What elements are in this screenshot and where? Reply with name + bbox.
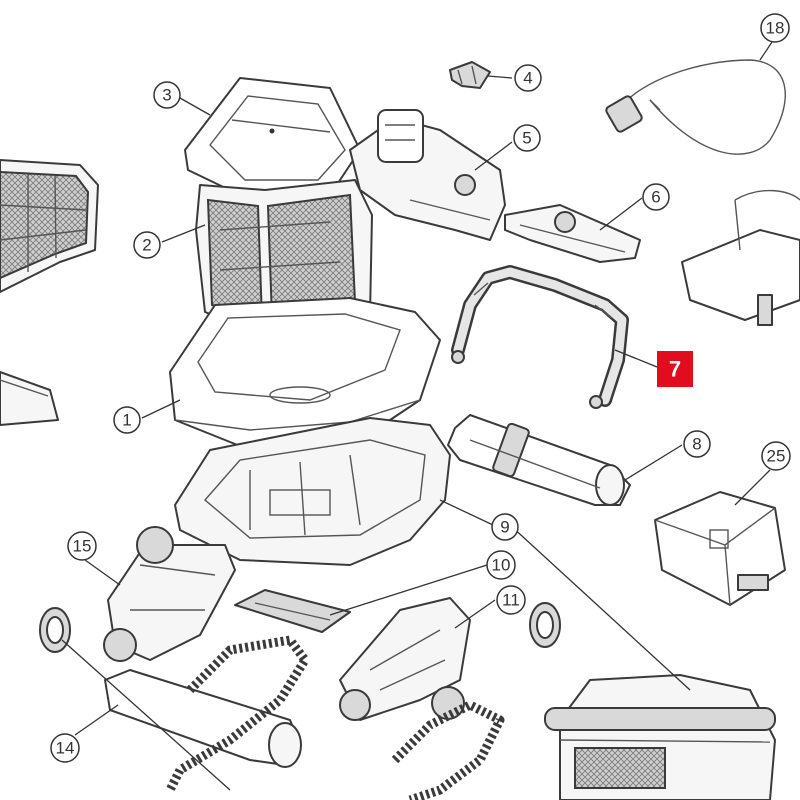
part-11-right-housing — [339, 597, 471, 721]
callout-9: 9 — [491, 513, 519, 541]
leader-lines — [61, 41, 773, 791]
callout-18-label: 18 — [766, 19, 785, 38]
callout-14-label: 14 — [56, 739, 75, 758]
part-15-left-housing — [103, 526, 236, 662]
callout-5: 5 — [513, 124, 541, 152]
callout-1-label: 1 — [122, 411, 131, 430]
part-9-chassis — [174, 417, 451, 566]
callout-3: 3 — [153, 81, 181, 109]
part-2-filter-basket — [195, 179, 373, 331]
part-4-clip — [449, 61, 491, 89]
callout-10: 10 — [486, 550, 516, 580]
callout-6: 6 — [642, 183, 670, 211]
side-filter-panel — [0, 159, 99, 293]
part-25-control-box — [654, 491, 786, 606]
callout-25: 25 — [761, 441, 791, 471]
callout-25-label: 25 — [767, 447, 786, 466]
part-14-roller — [104, 669, 302, 768]
part-3-lid — [184, 77, 361, 196]
power-supply-box — [681, 189, 800, 326]
part-10-plate — [234, 589, 351, 633]
callout-7-label: 7 — [669, 357, 681, 382]
part-5-motor-unit — [349, 109, 506, 241]
callout-6-label: 6 — [651, 188, 660, 207]
callout-4: 4 — [514, 64, 542, 92]
part-1-top-shell — [169, 297, 441, 451]
callout-15-label: 15 — [73, 537, 92, 556]
callout-11: 11 — [496, 585, 526, 615]
callout-10-label: 10 — [492, 556, 511, 575]
callout-2-label: 2 — [142, 236, 151, 255]
callout-2: 2 — [133, 231, 161, 259]
callout-11-label: 11 — [502, 591, 520, 610]
callout-4-label: 4 — [523, 69, 532, 88]
part-6-plate — [504, 204, 641, 263]
callout-14: 14 — [50, 733, 80, 763]
callout-18: 18 — [760, 13, 790, 43]
callout-5-label: 5 — [522, 129, 531, 148]
callout-7-highlight: 7 — [657, 351, 693, 387]
underside-assembly — [544, 674, 776, 800]
part-8-roller — [447, 414, 631, 506]
part-7-handle — [451, 265, 629, 409]
callout-8: 8 — [683, 430, 711, 458]
track-belts — [165, 635, 505, 800]
wheel-left — [39, 607, 71, 653]
callout-3-label: 3 — [162, 86, 171, 105]
callout-1: 1 — [113, 406, 141, 434]
callout-9-label: 9 — [500, 518, 509, 537]
wheel-right — [529, 602, 561, 648]
callout-8-label: 8 — [692, 435, 701, 454]
callout-15: 15 — [67, 531, 97, 561]
part-18-power-cable — [605, 59, 786, 155]
side-filter-card — [0, 371, 59, 426]
